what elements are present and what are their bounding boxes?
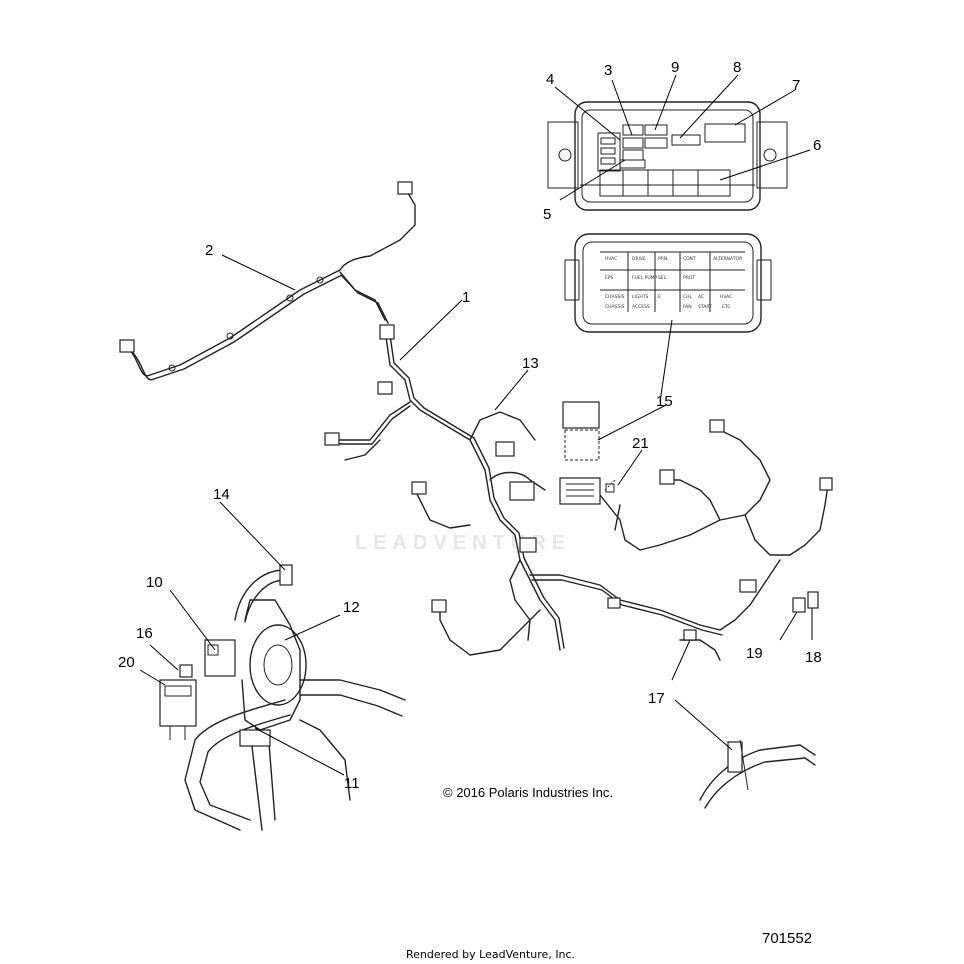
callout-8: 8 xyxy=(733,59,741,76)
callout-19: 19 xyxy=(746,645,763,662)
fuse-box-lid: HVAC DRIVE PRN CONT ALTERNATOR EPS FUEL … xyxy=(564,233,772,333)
callout-5: 5 xyxy=(543,206,551,223)
diagram-part-number: 701552 xyxy=(762,930,813,947)
callout-15: 15 xyxy=(656,393,673,410)
callout-2: 2 xyxy=(205,242,213,259)
fuse-block-assembly xyxy=(559,401,616,505)
callout-14: 14 xyxy=(213,486,230,503)
callout-20: 20 xyxy=(118,654,135,671)
main-harness xyxy=(324,324,833,661)
callout-3: 3 xyxy=(604,62,612,79)
connectors-18-19 xyxy=(792,591,819,613)
callout-4: 4 xyxy=(546,71,554,88)
callout-9: 9 xyxy=(671,59,679,76)
callout-6: 6 xyxy=(813,137,821,154)
lid-label-4: CONT xyxy=(683,256,696,262)
lid-label-17: ACCESS xyxy=(632,304,650,310)
callout-1: 1 xyxy=(462,289,470,306)
lid-label-19: START xyxy=(698,304,712,310)
lid-label-10: CHASSIS xyxy=(605,294,625,300)
lid-label-18: FAN xyxy=(683,304,692,310)
callout-18: 18 xyxy=(805,649,822,666)
callout-numbers: 1 2 3 4 5 6 7 8 9 10 11 12 13 14 15 16 1… xyxy=(118,59,822,792)
rear-harness xyxy=(119,181,416,381)
lid-label-12: E xyxy=(658,294,661,300)
lid-label-3: PRN xyxy=(658,256,667,262)
watermark: LEADVENTURE xyxy=(355,532,572,554)
lid-label-5: ALTERNATOR xyxy=(713,256,742,262)
lid-label-6: EPS xyxy=(605,275,614,281)
rendered-by-text: Rendered by LeadVenture, Inc. xyxy=(406,948,576,961)
lid-label-15: HVAC xyxy=(720,294,732,300)
harness-clip-detail xyxy=(699,739,816,809)
lid-label-7: FUEL PUMP xyxy=(632,275,658,281)
callout-13: 13 xyxy=(522,355,539,372)
callout-7: 7 xyxy=(792,77,800,94)
copyright-text: © 2016 Polaris Industries Inc. xyxy=(443,785,613,800)
lid-label-11: LIGHTS xyxy=(632,294,648,300)
lid-label-13: CHL xyxy=(683,294,693,300)
lid-label-16: CHASSIS xyxy=(605,304,625,310)
callout-17: 17 xyxy=(648,690,665,707)
lid-label-8: SEL xyxy=(658,275,667,281)
fuse-box-top xyxy=(547,101,788,211)
callout-10: 10 xyxy=(146,574,163,591)
lid-label-9: PROT xyxy=(683,275,695,281)
lid-label-1: HVAC xyxy=(605,256,617,262)
pump-assembly xyxy=(159,564,406,831)
callout-11: 11 xyxy=(344,775,360,792)
lid-label-14: AC xyxy=(698,294,704,300)
lid-label-2: DRIVE xyxy=(632,256,646,262)
callout-21: 21 xyxy=(632,435,649,452)
callout-12: 12 xyxy=(343,599,360,616)
leader-lines xyxy=(139,74,813,776)
callout-16: 16 xyxy=(136,625,153,642)
lid-label-20: ETC xyxy=(722,304,730,310)
